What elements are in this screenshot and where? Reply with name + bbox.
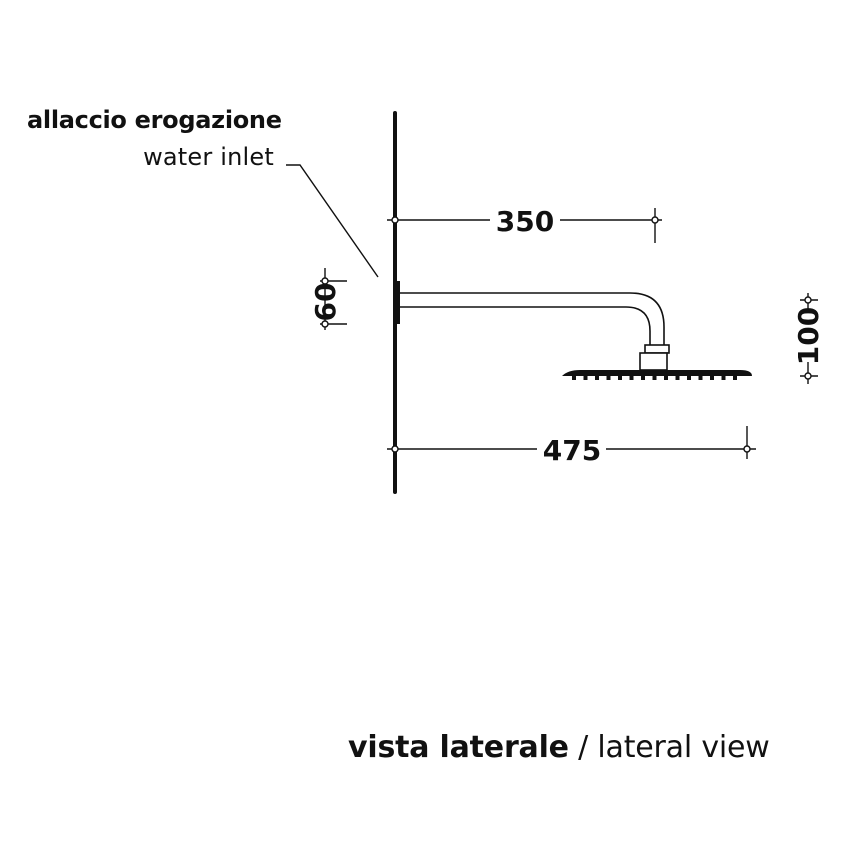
swivel-joint [639, 344, 670, 371]
caption-english: lateral view [597, 730, 770, 765]
dimension-350 [387, 208, 662, 243]
shower-nozzle [583, 376, 588, 380]
dimension-100 [800, 293, 818, 384]
inlet-leader-line [286, 164, 379, 278]
view-caption: vista laterale / lateral view [348, 730, 770, 765]
shower-nozzle [641, 376, 645, 380]
shower-nozzle [664, 376, 668, 380]
caption-italian: vista laterale [348, 730, 569, 765]
dimension-350-label: 350 [496, 205, 554, 238]
shower-nozzle [733, 376, 737, 380]
dimension-475 [387, 426, 756, 459]
shower-nozzle [721, 376, 726, 380]
dimension-100-label: 100 [792, 307, 825, 365]
shower-nozzle [652, 376, 657, 380]
shower-nozzle [687, 376, 691, 380]
caption-separator: / [568, 730, 598, 765]
shower-nozzle [710, 376, 714, 380]
shower-arm [400, 292, 665, 345]
shower-nozzle [572, 376, 576, 380]
shower-nozzle [618, 376, 622, 380]
dimension-60-label: 60 [309, 283, 342, 322]
wall-flange [394, 281, 400, 324]
shower-nozzle [629, 376, 634, 380]
inlet-label-english: water inlet [143, 143, 274, 171]
dimension-475-label: 475 [543, 434, 601, 467]
shower-nozzle [606, 376, 611, 380]
shower-nozzle [675, 376, 680, 380]
shower-head [562, 370, 752, 380]
shower-nozzle [698, 376, 703, 380]
inlet-label-italian: allaccio erogazione [27, 106, 282, 134]
shower-nozzle [595, 376, 599, 380]
dimension-60 [320, 268, 347, 330]
